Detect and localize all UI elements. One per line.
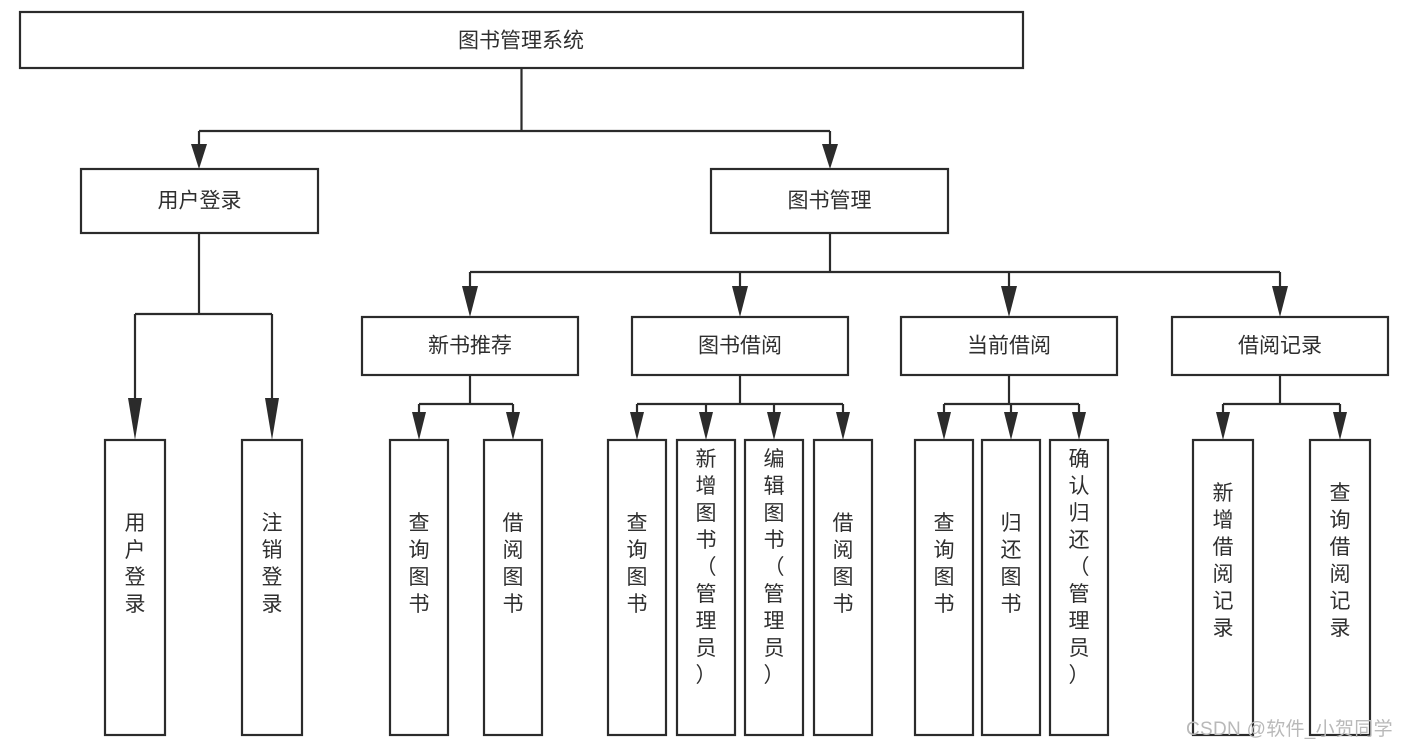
node-leaf-query-book-2-label: 查询图书 <box>627 512 648 616</box>
connector-group-borrow-record <box>1216 375 1347 440</box>
node-leaf-query-book-2[interactable]: 查询图书 <box>606 438 668 737</box>
arrowhead-leaf-user-login <box>128 398 142 440</box>
connector-group-book-manage <box>462 233 1288 317</box>
node-leaf-edit-book-label: 编辑图书（管理员） <box>764 448 785 687</box>
arrowhead-new-book-rec <box>462 286 478 317</box>
node-leaf-return-book-label: 归还图书 <box>1001 512 1022 616</box>
node-borrow-record-box[interactable] <box>1170 315 1390 377</box>
arrowhead-leaf-borrow-book-1 <box>506 412 520 440</box>
arrowhead-book-borrow <box>732 286 748 317</box>
node-new-book-rec-label: 新书推荐 <box>428 335 512 358</box>
arrowhead-leaf-edit-book <box>767 412 781 440</box>
node-leaf-return-book-box[interactable] <box>980 438 1042 737</box>
node-user-login[interactable]: 用户登录 <box>79 167 320 235</box>
node-current-borrow-box[interactable] <box>899 315 1119 377</box>
node-leaf-confirm-return[interactable]: 确认归还（管理员） <box>1048 438 1110 737</box>
node-leaf-borrow-book-1[interactable]: 借阅图书 <box>482 438 544 737</box>
connector-group-book-borrow <box>630 375 850 440</box>
arrowhead-leaf-logout-login <box>265 398 279 440</box>
arrowhead-current-borrow <box>1001 286 1017 317</box>
arrowhead-borrow-record <box>1272 286 1288 317</box>
node-book-manage-box[interactable] <box>709 167 950 235</box>
connector-group-user-login <box>128 233 279 440</box>
node-leaf-confirm-return-box[interactable] <box>1048 438 1110 737</box>
node-leaf-add-record-box[interactable] <box>1191 438 1255 737</box>
node-leaf-borrow-book-2[interactable]: 借阅图书 <box>812 438 874 737</box>
node-leaf-logout-login[interactable]: 注销登录 <box>240 438 304 737</box>
arrowhead-leaf-query-record <box>1333 412 1347 440</box>
node-leaf-edit-book[interactable]: 编辑图书（管理员） <box>743 438 805 737</box>
node-leaf-query-record-label: 查询借阅记录 <box>1330 482 1351 640</box>
arrowhead-leaf-query-book-3 <box>937 412 951 440</box>
arrowhead-leaf-query-book-2 <box>630 412 644 440</box>
node-leaf-confirm-return-label: 确认归还（管理员） <box>1069 448 1090 687</box>
node-root[interactable]: 图书管理系统 <box>18 10 1025 70</box>
node-leaf-logout-login-label: 注销登录 <box>262 512 283 616</box>
csdn-watermark: CSDN @软件_小贺同学 <box>1186 719 1393 740</box>
node-leaf-query-book-3[interactable]: 查询图书 <box>913 438 975 737</box>
arrowhead-leaf-query-book-1 <box>412 412 426 440</box>
node-current-borrow-label: 当前借阅 <box>967 335 1051 358</box>
node-leaf-borrow-book-1-label: 借阅图书 <box>503 512 524 616</box>
node-leaf-add-book[interactable]: 新增图书（管理员） <box>675 438 737 737</box>
node-borrow-record-label: 借阅记录 <box>1238 335 1322 358</box>
node-root-label: 图书管理系统 <box>458 30 584 53</box>
node-book-borrow-box[interactable] <box>630 315 850 377</box>
node-book-borrow-label: 图书借阅 <box>698 335 782 358</box>
node-leaf-borrow-book-1-box[interactable] <box>482 438 544 737</box>
connector-group-new-book-rec <box>412 375 520 440</box>
arrowhead-leaf-confirm-return <box>1072 412 1086 440</box>
node-new-book-rec[interactable]: 新书推荐 <box>360 315 580 377</box>
node-leaf-query-book-1-box[interactable] <box>388 438 450 737</box>
connector-group-root <box>191 68 838 169</box>
node-leaf-query-book-3-label: 查询图书 <box>934 512 955 616</box>
node-leaf-user-login[interactable]: 用户登录 <box>103 438 167 737</box>
node-leaf-query-record[interactable]: 查询借阅记录 <box>1308 438 1372 737</box>
node-current-borrow[interactable]: 当前借阅 <box>899 315 1119 377</box>
node-book-manage-label: 图书管理 <box>788 190 872 213</box>
connector-group-current-borrow <box>937 375 1086 440</box>
node-leaf-add-book-label: 新增图书（管理员） <box>696 448 717 687</box>
arrowhead-leaf-borrow-book-2 <box>836 412 850 440</box>
node-leaf-add-book-box[interactable] <box>675 438 737 737</box>
node-leaf-query-book-2-box[interactable] <box>606 438 668 737</box>
arrowhead-leaf-add-record <box>1216 412 1230 440</box>
node-leaf-add-record-label: 新增借阅记录 <box>1213 482 1234 640</box>
node-leaf-query-book-3-box[interactable] <box>913 438 975 737</box>
node-leaf-query-record-box[interactable] <box>1308 438 1372 737</box>
node-leaf-add-record[interactable]: 新增借阅记录 <box>1191 438 1255 737</box>
node-leaf-user-login-label: 用户登录 <box>125 512 146 616</box>
node-book-manage[interactable]: 图书管理 <box>709 167 950 235</box>
node-leaf-edit-book-box[interactable] <box>743 438 805 737</box>
node-book-borrow[interactable]: 图书借阅 <box>630 315 850 377</box>
node-leaf-query-book-1-label: 查询图书 <box>409 512 430 616</box>
arrowhead-leaf-add-book <box>699 412 713 440</box>
arrowhead-user-login <box>191 144 207 169</box>
arrowhead-leaf-return-book <box>1004 412 1018 440</box>
node-borrow-record[interactable]: 借阅记录 <box>1170 315 1390 377</box>
node-root-box[interactable] <box>18 10 1025 70</box>
node-user-login-box[interactable] <box>79 167 320 235</box>
node-user-login-label: 用户登录 <box>158 190 242 213</box>
node-leaf-borrow-book-2-box[interactable] <box>812 438 874 737</box>
node-leaf-borrow-book-2-label: 借阅图书 <box>833 512 854 616</box>
node-new-book-rec-box[interactable] <box>360 315 580 377</box>
node-leaf-query-book-1[interactable]: 查询图书 <box>388 438 450 737</box>
node-leaf-return-book[interactable]: 归还图书 <box>980 438 1042 737</box>
node-leaf-user-login-box[interactable] <box>103 438 167 737</box>
node-leaf-logout-login-box[interactable] <box>240 438 304 737</box>
arrowhead-book-manage <box>822 144 838 169</box>
